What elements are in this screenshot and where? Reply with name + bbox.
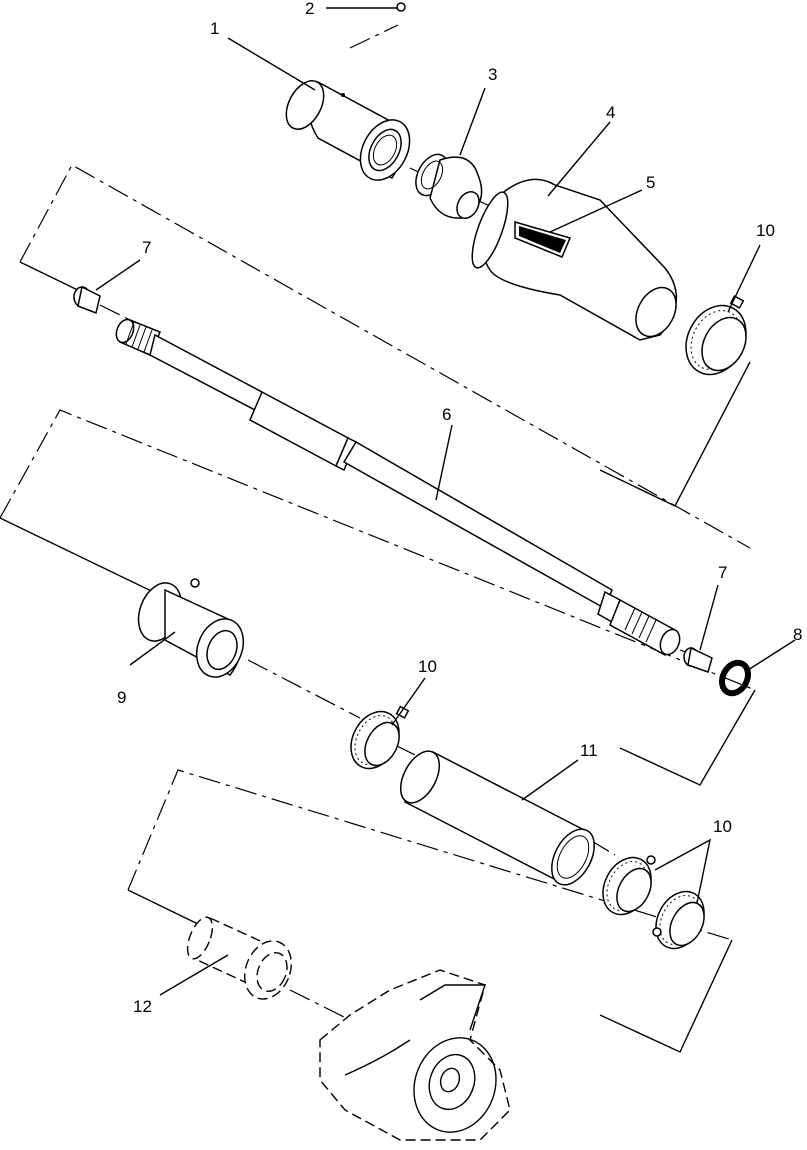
callout-10-lower: 10 bbox=[713, 817, 732, 836]
part-7-plug-left bbox=[73, 285, 101, 315]
part-7-plug-right bbox=[683, 646, 713, 673]
callout-1: 1 bbox=[210, 19, 219, 38]
part-3-elbow-fitting bbox=[415, 153, 483, 219]
part-1-sleeve bbox=[285, 80, 411, 181]
callout-7-left: 7 bbox=[142, 238, 151, 257]
leader-lines bbox=[95, 7, 796, 996]
part-9-coupler bbox=[137, 578, 245, 678]
callout-4: 4 bbox=[606, 103, 615, 122]
pump-housing-phantom bbox=[319, 969, 511, 1141]
part-6-drive-shaft bbox=[115, 318, 681, 657]
callout-12: 12 bbox=[133, 997, 152, 1016]
part-10-clamp-middle bbox=[350, 705, 410, 770]
callout-11: 11 bbox=[580, 741, 598, 760]
callout-10-middle: 10 bbox=[418, 657, 437, 676]
part-10-clamps-lower bbox=[602, 855, 705, 950]
callout-3: 3 bbox=[488, 65, 497, 84]
callout-5: 5 bbox=[646, 173, 655, 192]
callout-labels: 1 2 3 4 5 10 7 6 7 8 9 10 11 10 12 bbox=[117, 0, 802, 1016]
callout-6: 6 bbox=[442, 405, 451, 424]
callout-7-right: 7 bbox=[718, 563, 727, 582]
part-12-adapter-phantom bbox=[186, 916, 292, 1000]
callout-9: 9 bbox=[117, 688, 126, 707]
part-11-tube bbox=[399, 750, 595, 886]
callout-2: 2 bbox=[305, 0, 314, 18]
callout-8: 8 bbox=[793, 625, 802, 644]
callout-10-top: 10 bbox=[756, 221, 775, 240]
part-4-housing bbox=[471, 178, 678, 341]
part-8-oring bbox=[719, 659, 751, 697]
part-10-clamp-top bbox=[685, 295, 747, 376]
part-2-screw bbox=[396, 2, 406, 12]
